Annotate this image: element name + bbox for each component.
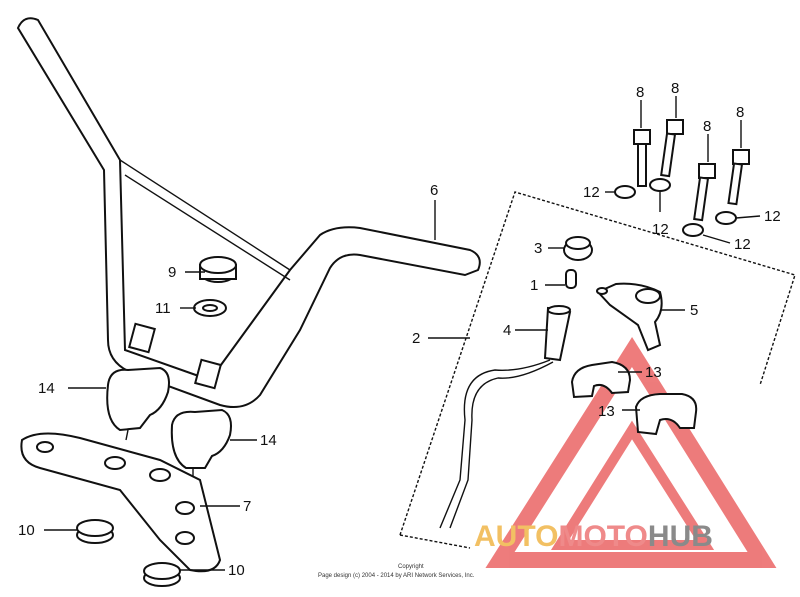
- watermark-auto: AUTO: [474, 520, 558, 553]
- callout-13a: 13: [645, 364, 662, 381]
- top-bridge: [20, 432, 222, 573]
- rubber-cushion-left: [76, 519, 114, 544]
- switch-bracket: [596, 282, 663, 352]
- callout-6: 6: [430, 182, 438, 199]
- callout-4: 4: [503, 322, 511, 339]
- callout-14b: 14: [260, 432, 277, 449]
- watermark-triangle-outer: [485, 336, 777, 568]
- callout-2: 2: [412, 330, 420, 347]
- callout-1: 1: [530, 277, 538, 294]
- callout-labels: 6 9 11 14 14 7 10 10 2 3 1 4 5 13 13 8 8…: [18, 80, 781, 579]
- copyright-line-2: Page design (c) 2004 - 2014 by ARI Netwo…: [318, 573, 475, 579]
- watermark-triangle-inner: [550, 420, 715, 550]
- bolt-2: [660, 119, 684, 178]
- callout-8d: 8: [736, 104, 744, 121]
- switch-assembly-outline-bottom: [399, 534, 471, 549]
- callout-12b: 12: [652, 221, 669, 238]
- bolt-4: [727, 149, 750, 206]
- callout-9: 9: [168, 264, 176, 281]
- callout-7: 7: [243, 498, 251, 515]
- bolt-1: [633, 129, 651, 187]
- callout-10a: 10: [18, 522, 35, 539]
- watermark-text: AUTOMOTOHUB: [474, 520, 713, 553]
- handlebar-holder-upper: [106, 366, 170, 441]
- washer-11: [193, 299, 227, 317]
- callout-11: 11: [155, 300, 171, 317]
- callout-12d: 12: [764, 208, 781, 225]
- cap-nut: [199, 256, 237, 283]
- washer-12a: [614, 185, 636, 199]
- watermark-moto: MOTO: [558, 520, 647, 553]
- holder-13-lower: [634, 393, 698, 436]
- holder-13-upper: [570, 360, 632, 399]
- callout-12a: 12: [583, 184, 600, 201]
- callout-12c: 12: [734, 236, 751, 253]
- washer-12b: [649, 178, 671, 192]
- callout-3: 3: [534, 240, 542, 257]
- leader-lines: [44, 96, 761, 571]
- copyright-line-1: Copyright: [398, 564, 424, 570]
- washer-12d: [715, 211, 737, 225]
- bolt-3: [693, 163, 716, 222]
- callout-8c: 8: [703, 118, 711, 135]
- callout-8b: 8: [671, 80, 679, 97]
- watermark-hub: HUB: [648, 520, 713, 553]
- socket: [439, 305, 572, 529]
- callout-5: 5: [690, 302, 698, 319]
- watermark-logo: [485, 336, 777, 568]
- grommet: [563, 236, 593, 261]
- callout-8a: 8: [636, 84, 644, 101]
- callout-14a: 14: [38, 380, 55, 397]
- callout-13b: 13: [598, 403, 615, 420]
- washer-12c: [682, 223, 704, 237]
- handlebar: [16, 17, 481, 408]
- switch-assembly-outline: [399, 191, 796, 536]
- callout-10b: 10: [228, 562, 245, 579]
- bulb: [565, 269, 577, 289]
- rubber-cushion-right: [143, 562, 181, 587]
